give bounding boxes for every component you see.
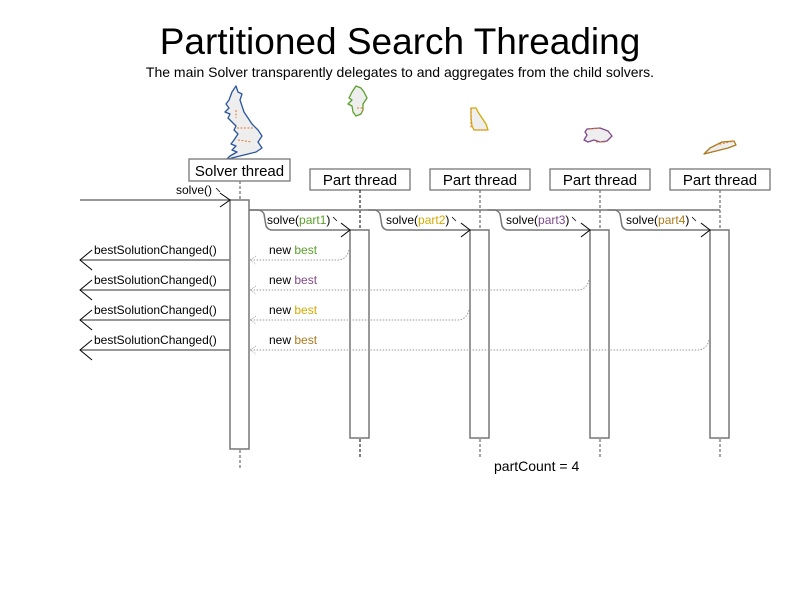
callback-row-1 xyxy=(79,249,350,271)
diagram-subtitle: The main Solver transparently delegates … xyxy=(145,64,655,80)
callback-row-4 xyxy=(79,339,710,361)
solve-calls: solve(part1) solve(part2) solve(part3) s… xyxy=(249,209,720,238)
message-solve: solve() xyxy=(80,183,231,208)
solve-call-4-label: solve(part4) xyxy=(626,213,689,227)
solve-call-2-label: solve(part2) xyxy=(386,213,449,227)
new-best-label-1: new best xyxy=(269,243,318,257)
lifeline-label: Part thread xyxy=(683,172,757,189)
activation-bar xyxy=(469,229,490,439)
lifeline-label: Part thread xyxy=(563,172,637,189)
wales-map-icon xyxy=(470,107,489,131)
callback-row-2 xyxy=(79,279,590,301)
lifeline-label: Part thread xyxy=(323,172,397,189)
lifeline-part-thread-4: Part thread xyxy=(669,168,771,458)
new-best-label-4: new best xyxy=(269,333,318,347)
uk-map-icon xyxy=(224,85,263,161)
diagram-title: Partitioned Search Threading xyxy=(159,21,641,62)
activation-bar xyxy=(229,199,250,450)
callbacks: bestSolutionChanged() bestSolutionChange… xyxy=(79,243,710,361)
solve-call-3-label: solve(part3) xyxy=(506,213,569,227)
new-best-label-2: new best xyxy=(269,273,318,287)
lifeline-part-thread-1: Part thread xyxy=(309,168,411,458)
lifeline-solver-thread: Solver thread xyxy=(188,158,291,468)
lifeline-label: Solver thread xyxy=(195,163,284,180)
new-best-label-3: new best xyxy=(269,303,318,317)
lifeline-part-thread-3: Part thread xyxy=(549,168,651,458)
callback-label: bestSolutionChanged() xyxy=(94,333,217,347)
callback-label: bestSolutionChanged() xyxy=(94,303,217,317)
activation-bar xyxy=(349,229,370,439)
lifeline-label: Part thread xyxy=(443,172,517,189)
activation-bar xyxy=(709,229,730,439)
midlands-map-icon xyxy=(583,127,613,143)
lifeline-part-thread-2: Part thread xyxy=(429,168,531,458)
scotland-map-icon xyxy=(347,85,368,117)
message-label: solve() xyxy=(176,183,212,197)
solve-call-1-label: solve(part1) xyxy=(267,213,330,227)
callback-label: bestSolutionChanged() xyxy=(94,273,217,287)
part-count-label: partCount = 4 xyxy=(494,458,579,474)
callback-row-3 xyxy=(79,309,470,331)
activation-bar xyxy=(589,229,610,439)
callback-label: bestSolutionChanged() xyxy=(94,243,217,257)
south-england-map-icon xyxy=(703,140,737,155)
